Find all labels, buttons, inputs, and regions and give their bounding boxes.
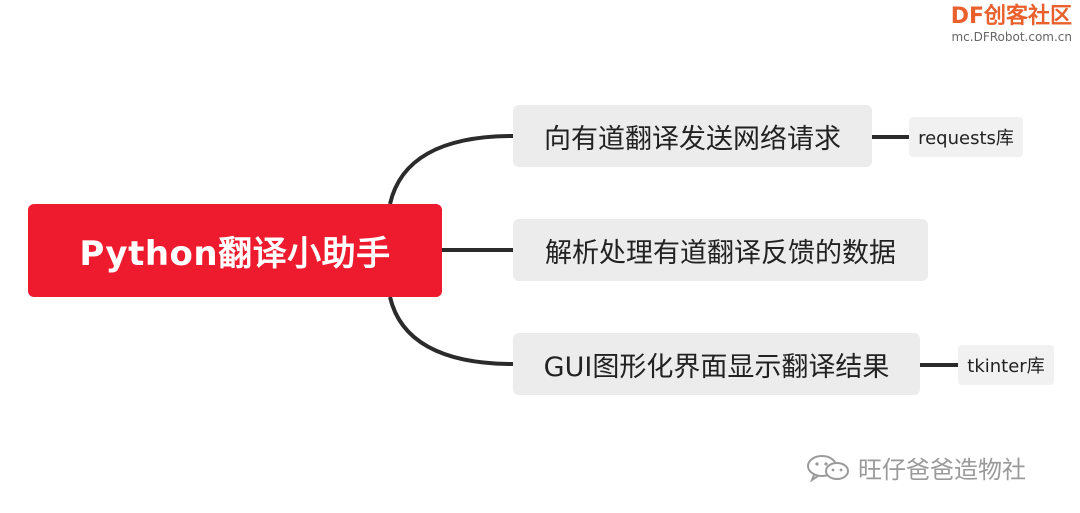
connector-root-to-branch-3 — [388, 296, 514, 366]
branch-node-label: 向有道翻译发送网络请求 — [544, 123, 841, 155]
brand-watermark: DF创客社区 mc.DFRobot.com.cn — [951, 4, 1072, 44]
branch-node-label: 解析处理有道翻译反馈的数据 — [545, 237, 896, 269]
brand-url: mc.DFRobot.com.cn — [951, 30, 1072, 44]
branch-node-parse-data: 解析处理有道翻译反馈的数据 — [513, 219, 928, 281]
brand-title: DF创客社区 — [950, 4, 1072, 29]
root-node: Python翻译小助手 — [28, 204, 442, 297]
wechat-watermark: 旺仔爸爸造物社 — [806, 450, 1026, 485]
wechat-icon — [807, 454, 849, 482]
connector-root-to-branch-1 — [388, 134, 514, 205]
wechat-account-name: 旺仔爸爸造物社 — [858, 456, 1026, 484]
leaf-node-requests: requests库 — [909, 117, 1023, 157]
branch-node-label: GUI图形化界面显示翻译结果 — [543, 351, 890, 383]
root-node-label: Python翻译小助手 — [79, 234, 391, 274]
leaf-node-label: requests库 — [918, 128, 1014, 149]
branch-node-network-request: 向有道翻译发送网络请求 — [513, 105, 872, 167]
leaf-node-label: tkinter库 — [967, 356, 1045, 377]
branch-node-gui-display: GUI图形化界面显示翻译结果 — [513, 333, 920, 395]
leaf-node-tkinter: tkinter库 — [958, 345, 1054, 385]
